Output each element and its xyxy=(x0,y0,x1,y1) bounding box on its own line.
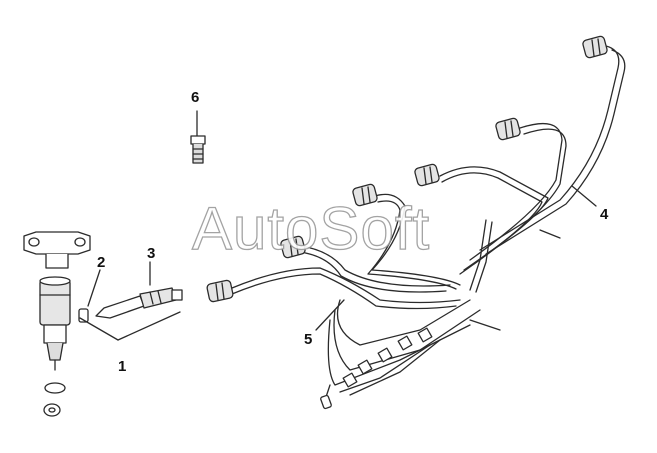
callout-3: 3 xyxy=(147,245,156,262)
callout-6: 6 xyxy=(191,89,200,106)
leader-lines xyxy=(315,185,597,331)
callout-1: 1 xyxy=(118,358,127,375)
connector-3 xyxy=(414,163,440,187)
callout-4: 4 xyxy=(600,206,609,223)
callout-2: 2 xyxy=(97,254,106,271)
nozzle-part-3 xyxy=(95,261,183,319)
connector-2 xyxy=(495,117,521,141)
injector-assembly xyxy=(23,231,91,417)
washer-part-2 xyxy=(78,269,101,323)
fuel-line-connectors xyxy=(206,35,608,303)
bolt-part-6 xyxy=(190,110,206,164)
connector-1 xyxy=(582,35,608,59)
connector-4 xyxy=(352,183,378,207)
callout-5: 5 xyxy=(304,331,313,348)
fuel-line-bundle xyxy=(231,45,626,410)
watermark: AutoSoft xyxy=(191,194,431,262)
connector-6 xyxy=(206,279,234,303)
connector-5 xyxy=(280,235,306,259)
leader-part-1 xyxy=(79,311,181,341)
